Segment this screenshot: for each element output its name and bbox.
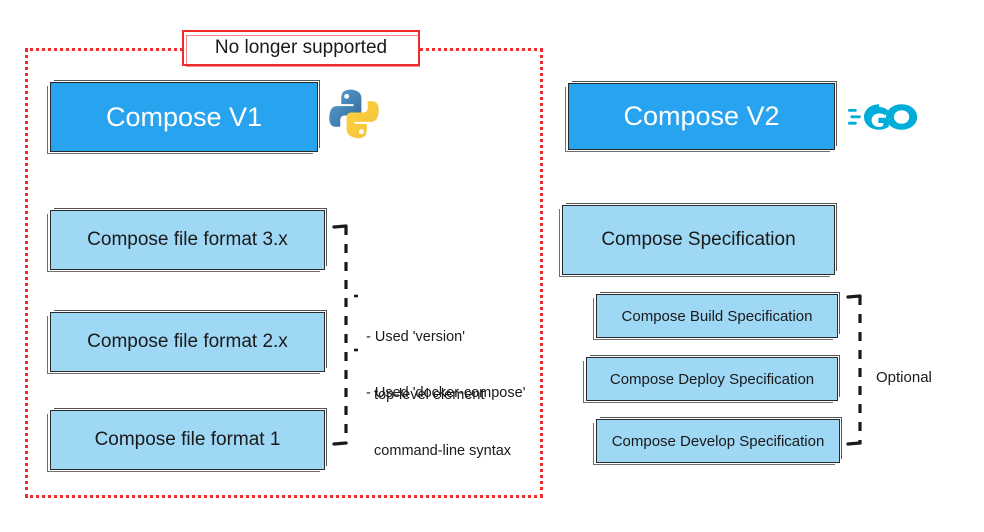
compose-v1-header-box: Compose V1 (47, 80, 320, 154)
compose-deploy-specification-box: Compose Deploy Specification (583, 355, 840, 403)
compose-build-specification-label: Compose Build Specification (621, 307, 813, 325)
compose-v1-label: Compose V1 (105, 101, 263, 132)
compose-specification-box: Compose Specification (559, 203, 837, 277)
no-longer-supported-label: No longer supported (214, 37, 388, 58)
compose-build-specification-box: Compose Build Specification (593, 292, 840, 340)
compose-file-format-2x-label: Compose file format 2.x (87, 331, 288, 352)
no-longer-supported-callout: No longer supported (182, 30, 420, 67)
compose-file-format-1-box: Compose file format 1 (47, 408, 327, 472)
compose-file-format-3x-box: Compose file format 3.x (47, 208, 327, 272)
compose-develop-specification-label: Compose Develop Specification (611, 432, 825, 450)
compose-specification-label: Compose Specification (601, 229, 796, 250)
annotation-version-element: - Used 'version' top-level element (366, 290, 484, 443)
go-logo-icon (848, 97, 920, 137)
annotation-cli-line1: - Used 'docker-compose' (366, 385, 526, 402)
compose-v2-header-box: Compose V2 (565, 81, 837, 152)
annotation-version-line1: - Used 'version' (366, 329, 466, 346)
compose-file-format-3x-label: Compose file format 3.x (87, 229, 288, 250)
right-bracket (846, 290, 872, 450)
annotation-cli-line2: command-line syntax (366, 442, 512, 459)
compose-file-format-2x-box: Compose file format 2.x (47, 310, 327, 374)
annotation-version-line2: top-level element (366, 386, 485, 403)
optional-label: Optional (876, 369, 932, 386)
compose-deploy-specification-label: Compose Deploy Specification (609, 370, 815, 388)
compose-file-format-1-label: Compose file format 1 (94, 429, 281, 450)
compose-v2-label: Compose V2 (623, 101, 780, 131)
annotation-cli-syntax: - Used 'docker-compose' command-line syn… (366, 346, 525, 499)
compose-develop-specification-box: Compose Develop Specification (593, 417, 842, 465)
